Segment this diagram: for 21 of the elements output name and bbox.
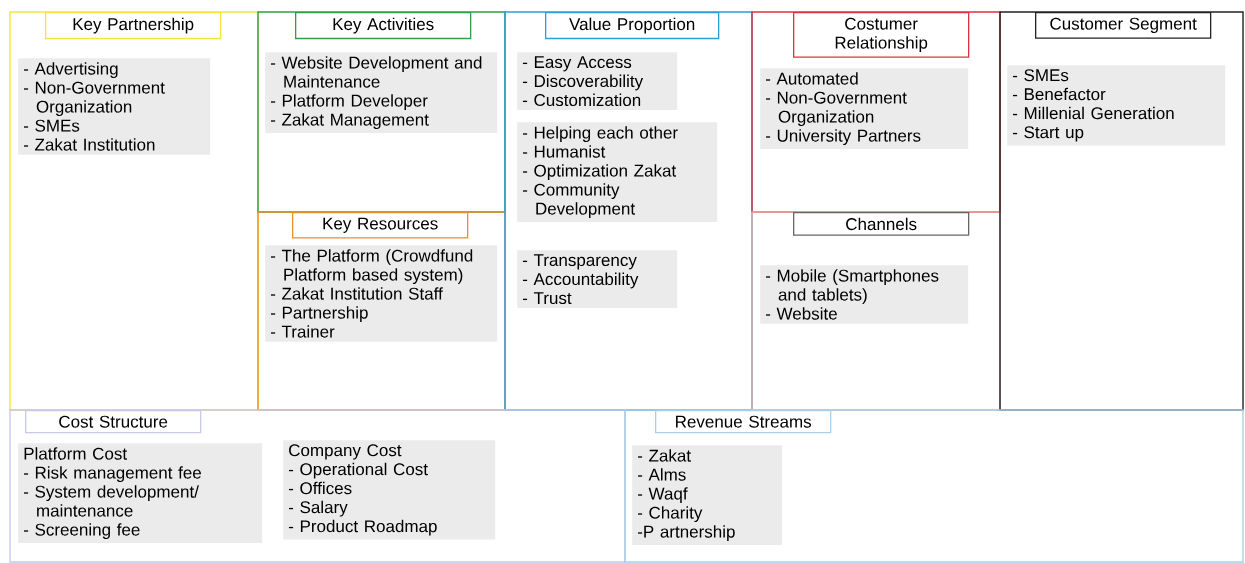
list-box: Platform Cost - Risk management fee - System development/ maintenance - Screening fee xyxy=(18,443,263,544)
heading-box: Key Resources xyxy=(292,212,469,239)
list-box: - Transparency - Accountability - Trust xyxy=(517,250,678,309)
heading-box: Customer Segment xyxy=(1035,12,1212,39)
heading-box: Key Activities xyxy=(295,12,472,40)
heading-box: Key Partnership xyxy=(45,12,222,40)
heading-box: Channels xyxy=(793,212,970,236)
list-box: - SMEs - Benefactor - Millenial Generation - Start up xyxy=(1007,65,1226,146)
list-box: - Website Development and Maintenance - Platform Developer - Zakat Management xyxy=(265,52,498,134)
list-box: - Automated - Non-Government Organization - University Partners xyxy=(760,68,969,150)
list-box: - Easy Access - Discoverability - Customization xyxy=(517,52,678,111)
heading-box: Cost Structure xyxy=(25,410,202,434)
list-box: - Helping each other - Humanist - Optimization Zakat - Community Development xyxy=(517,122,718,223)
list-box: Company Cost - Operational Cost - Offices - Salary - Product Roadmap xyxy=(283,440,496,540)
list-box: - Zakat - Alms - Waqf - Charity -P artnership xyxy=(632,445,783,546)
heading-box: Revenue Streams xyxy=(655,410,832,434)
list-box: - Mobile (Smartphones and tablets) - Website xyxy=(760,265,969,324)
list-box: - Advertising - Non-Government Organization - SMEs - Zakat Institution xyxy=(18,58,211,155)
heading-box: Costumer Relationship xyxy=(793,12,970,58)
heading-box: Value Proportion xyxy=(545,12,720,40)
list-box: - The Platform (Crowdfund Platform based system) - Zakat Institution Staff - Partnership - Trainer xyxy=(265,245,498,342)
